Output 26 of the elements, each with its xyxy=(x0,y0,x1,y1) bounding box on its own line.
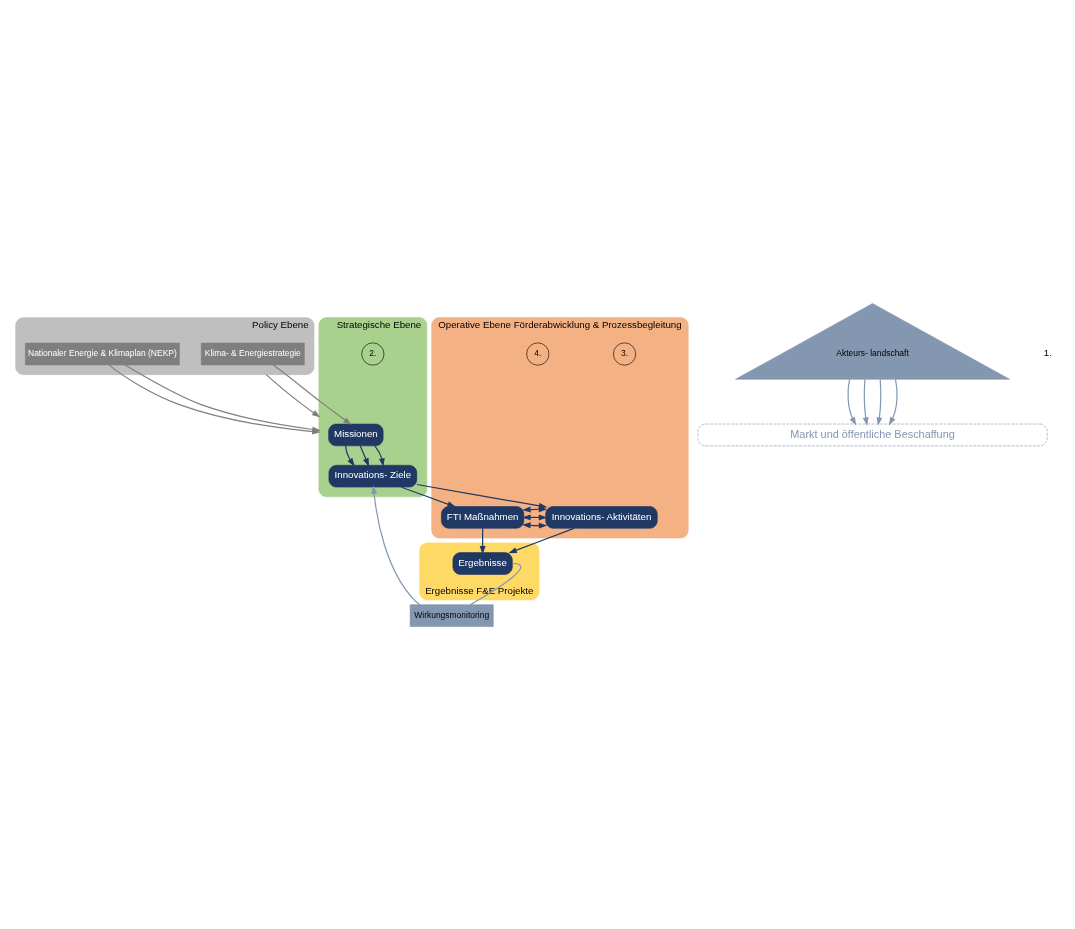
label: 1. xyxy=(1043,346,1052,358)
node-box: Markt und öffentliche Beschaffung xyxy=(697,423,1048,446)
arrow xyxy=(876,378,883,426)
node-box: Wirkungsmonitoring xyxy=(409,603,494,627)
node-box: Innovations- Aktivitäten xyxy=(545,505,658,529)
arrow xyxy=(508,527,575,553)
arrow xyxy=(400,486,456,507)
arrow xyxy=(345,444,355,466)
node-box: Innovations- Ziele xyxy=(328,464,418,487)
node-box: Ergebnisse xyxy=(452,551,513,575)
node-box: FTI Maßnahmen xyxy=(441,505,525,529)
node-box: Nationaler Energie & Klimaplan (NEKP) xyxy=(25,342,180,365)
node-box: Missionen xyxy=(328,423,384,446)
arrow xyxy=(888,378,898,426)
connector xyxy=(469,562,522,605)
arrow xyxy=(359,444,370,467)
arrow xyxy=(374,444,385,467)
arrow xyxy=(862,378,869,426)
label: 4. xyxy=(534,347,542,358)
node-box: Klima- & Energiestrategie xyxy=(200,342,305,365)
label: 3. xyxy=(620,347,629,358)
label: 2. xyxy=(369,347,377,358)
arrow xyxy=(847,378,857,426)
arrow xyxy=(371,484,421,605)
arrow xyxy=(272,363,352,425)
arrow xyxy=(265,373,321,417)
